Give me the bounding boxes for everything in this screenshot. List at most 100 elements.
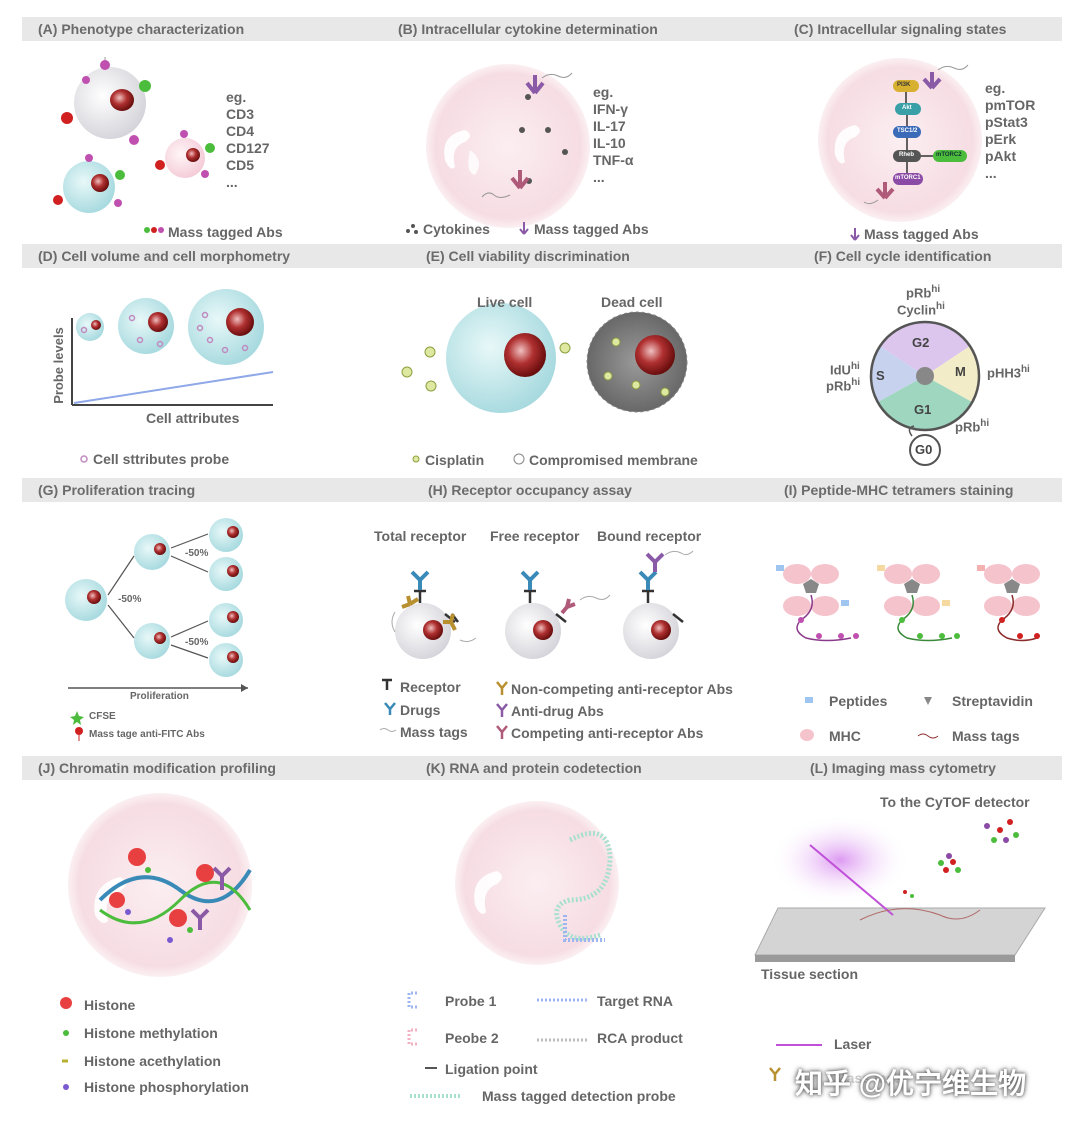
panel-b-marker-2: IL-17 bbox=[593, 118, 626, 134]
row3-header: (G) Proliferation tracing (H) Receptor o… bbox=[22, 478, 1062, 502]
panel-c-marker-5: ... bbox=[985, 165, 997, 181]
panel-c-node-mtorc2: mTORC2 bbox=[936, 152, 962, 158]
panel-c-legend: Mass tagged Abs bbox=[864, 226, 979, 242]
panel-g-legend-cfse: CFSE bbox=[89, 711, 116, 722]
panel-g-split1: -50% bbox=[118, 594, 142, 605]
panel-c-node-pi3k: PI3K bbox=[897, 82, 911, 88]
panel-f-right: pHH3hi bbox=[987, 364, 1030, 381]
panel-a-art bbox=[53, 57, 215, 233]
panel-h-legend-antidrug: Anti-drug Abs bbox=[511, 703, 604, 719]
panel-f-top-2: Cyclinhi bbox=[897, 301, 945, 318]
panel-i-legend-peptides: Peptides bbox=[829, 693, 888, 709]
row1-header: (A) Phenotype characterization (B) Intra… bbox=[22, 17, 1062, 41]
panel-a-marker-1: CD3 bbox=[226, 106, 255, 122]
panel-c-node-mtorc1: mTORC1 bbox=[895, 175, 921, 181]
panel-c-node-tsc: TSC1/2 bbox=[897, 128, 918, 134]
panel-j-legend-acethylation: Histone acethylation bbox=[84, 1053, 221, 1069]
panel-g-split2: -50% bbox=[185, 548, 209, 559]
header-j: (J) Chromatin modification profiling bbox=[38, 760, 276, 776]
panel-d-legend: Cell sttributes probe bbox=[93, 451, 230, 467]
panel-e-legend-membrane: Compromised membrane bbox=[529, 452, 698, 468]
panel-b-marker-1: IFN-γ bbox=[593, 101, 628, 117]
panel-g-axis: Proliferation bbox=[130, 691, 189, 702]
panel-h-legend-noncompeting: Non-competing anti-receptor Abs bbox=[511, 681, 733, 697]
header-f: (F) Cell cycle identification bbox=[814, 248, 992, 264]
panel-b-marker-5: ... bbox=[593, 169, 605, 185]
panel-j-legend-histone: Histone bbox=[84, 997, 136, 1013]
panel-d-xlabel: Cell attributes bbox=[146, 410, 240, 426]
panel-k-legend-target-rna: Target RNA bbox=[597, 993, 673, 1009]
panel-i-legend-streptavidin: Streptavidin bbox=[952, 693, 1033, 709]
row2-header: (D) Cell volume and cell morphometry (E)… bbox=[22, 244, 1062, 268]
panel-a-marker-2: CD4 bbox=[226, 123, 255, 139]
panel-e-art bbox=[401, 303, 688, 465]
panel-h-legend-competing: Competing anti-receptor Abs bbox=[511, 725, 704, 741]
panel-b-legend-cytokines: Cytokines bbox=[423, 221, 490, 237]
panel-f-art bbox=[869, 320, 981, 466]
panel-k-art bbox=[407, 801, 619, 1098]
panel-c-marker-4: pAkt bbox=[985, 148, 1017, 164]
watermark: 知乎 @优宁维生物 bbox=[795, 1068, 1027, 1099]
panel-h-col-bound: Bound receptor bbox=[597, 528, 702, 544]
panel-g-split3: -50% bbox=[185, 637, 209, 648]
panel-g-legend-abs: Mass tage anti-FITC Abs bbox=[89, 729, 205, 740]
panel-h-col-free: Free receptor bbox=[490, 528, 580, 544]
header-d: (D) Cell volume and cell morphometry bbox=[38, 248, 291, 264]
panel-h-col-total: Total receptor bbox=[374, 528, 467, 544]
panel-c-marker-1: pmTOR bbox=[985, 97, 1036, 113]
panel-h-art bbox=[379, 550, 694, 739]
header-k: (K) RNA and protein codetection bbox=[426, 760, 642, 776]
panel-a-marker-0: eg. bbox=[226, 89, 247, 105]
panel-l-tissue: Tissue section bbox=[761, 966, 859, 982]
panel-k-legend-probe1: Probe 1 bbox=[445, 993, 497, 1009]
panel-h-legend-receptor: Receptor bbox=[400, 679, 461, 695]
header-h: (H) Receptor occupancy assay bbox=[428, 482, 632, 498]
panel-b-art bbox=[406, 64, 590, 235]
panel-l-detector: To the CyTOF detector bbox=[880, 794, 1030, 810]
panel-a-legend: Mass tagged Abs bbox=[168, 224, 283, 240]
panel-j-legend-methylation: Histone methylation bbox=[84, 1025, 218, 1041]
row4-header: (J) Chromatin modification profiling (K)… bbox=[22, 756, 1062, 780]
panel-j-legend-phosphorylation: Histone phosphorylation bbox=[84, 1079, 249, 1095]
panel-a-marker-3: CD127 bbox=[226, 140, 270, 156]
header-c: (C) Intracellular signaling states bbox=[794, 21, 1007, 37]
panel-f-left-2: pRbhi bbox=[826, 377, 861, 394]
panel-c-marker-2: pStat3 bbox=[985, 114, 1028, 130]
panel-l-art bbox=[754, 815, 1046, 1081]
panel-c-node-akt: Akt bbox=[902, 105, 912, 111]
header-g: (G) Proliferation tracing bbox=[38, 482, 196, 498]
header-i: (I) Peptide-MHC tetramers staining bbox=[784, 482, 1014, 498]
panel-e-dead: Dead cell bbox=[601, 294, 663, 310]
panel-c-marker-0: eg. bbox=[985, 80, 1006, 96]
panel-c-node-rheb: Rheb bbox=[899, 152, 914, 158]
header-b: (B) Intracellular cytokine determination bbox=[398, 21, 658, 37]
panel-k-legend-detection-probe: Mass tagged detection probe bbox=[482, 1088, 676, 1104]
panel-f-top-1: pRbhi bbox=[906, 284, 941, 301]
header-e: (E) Cell viability discrimination bbox=[426, 248, 630, 264]
panel-b-legend-abs: Mass tagged Abs bbox=[534, 221, 649, 237]
panel-f-bottom: pRbhi bbox=[955, 418, 990, 435]
panel-e-live: Live cell bbox=[477, 294, 533, 310]
panel-k-legend-rca: RCA product bbox=[597, 1030, 683, 1046]
panel-a-marker-5: ... bbox=[226, 174, 238, 190]
panel-f-s: S bbox=[876, 368, 885, 383]
panel-i-legend-masstags: Mass tags bbox=[952, 728, 1020, 744]
panel-i-legend-mhc: MHC bbox=[829, 728, 861, 744]
panel-c-marker-3: pErk bbox=[985, 131, 1017, 147]
panel-f-m: M bbox=[955, 364, 966, 379]
panel-k-legend-ligation: Ligation point bbox=[445, 1061, 538, 1077]
panel-f-g0: G0 bbox=[915, 442, 933, 457]
panel-l-legend-masstags: Mass tags bbox=[835, 1070, 903, 1086]
panel-f-g1: G1 bbox=[914, 402, 932, 417]
panel-f-g2: G2 bbox=[912, 335, 930, 350]
header-l: (L) Imaging mass cytometry bbox=[810, 760, 996, 776]
panel-b-marker-4: TNF-α bbox=[593, 152, 634, 168]
panel-k-legend-probe2: Peobe 2 bbox=[445, 1030, 499, 1046]
panel-d-ylabel: Probe levels bbox=[50, 327, 66, 404]
panel-g-art bbox=[65, 518, 248, 741]
header-a: (A) Phenotype characterization bbox=[38, 21, 245, 37]
panel-l-laser: Laser bbox=[834, 1036, 872, 1052]
panel-f-left-1: IdUhi bbox=[830, 361, 860, 378]
panel-c-art bbox=[818, 58, 982, 241]
